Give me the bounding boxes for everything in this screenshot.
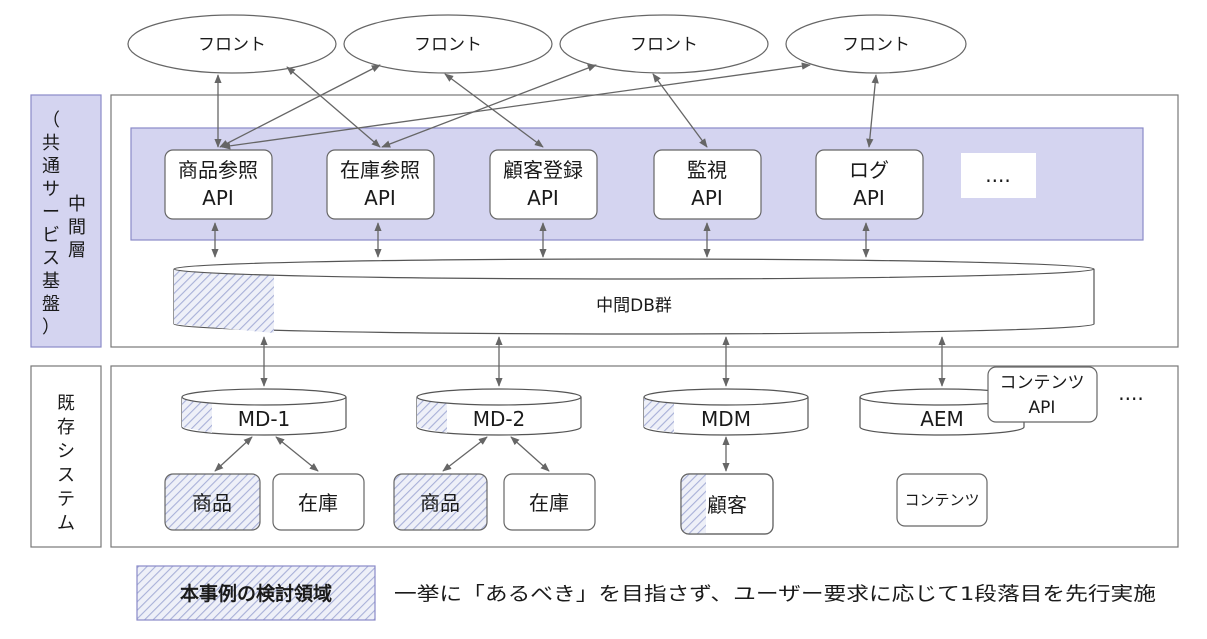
svg-text:ス: ス — [57, 465, 75, 486]
front-label: フロント — [842, 35, 910, 55]
svg-text:在庫参照: 在庫参照 — [340, 158, 420, 182]
svg-text:ー: ー — [42, 202, 60, 223]
api-box-product-ref: 商品参照 API — [164, 149, 273, 220]
svg-text:中: 中 — [68, 194, 86, 215]
legacy-db-aem: AEM — [859, 388, 1025, 436]
svg-text:基: 基 — [42, 271, 60, 292]
svg-text:共: 共 — [42, 133, 60, 154]
data-item-content: コンテンツ — [896, 473, 988, 527]
legend-swatch — [136, 565, 376, 621]
svg-text:....: .... — [985, 163, 1010, 187]
legend: 本事例の検討領域 一挙に「あるべき」を目指さず、ユーザー要求に応じて1段落目を先… — [136, 565, 1156, 621]
front-ellipse-1: フロント — [127, 14, 337, 74]
svg-text:存: 存 — [57, 417, 75, 438]
svg-text:商品参照: 商品参照 — [178, 158, 258, 182]
api-box-log: ログ API — [815, 149, 924, 220]
middle-layer-label-box — [30, 94, 102, 348]
svg-text:シ: シ — [57, 441, 75, 462]
svg-text:ム: ム — [57, 513, 75, 534]
svg-text:MD-1: MD-1 — [238, 407, 291, 431]
middle-layer-label: （ 共 通 サ ー ビ ス 基 盤 ） 中 間 層 — [42, 110, 86, 338]
api-box-monitor: 監視 API — [653, 149, 762, 220]
svg-text:API: API — [691, 186, 723, 210]
svg-text:顧客登録: 顧客登録 — [503, 158, 583, 182]
svg-text:ス: ス — [42, 248, 60, 269]
svg-text:API: API — [1029, 398, 1056, 418]
api-box-stock-ref: 在庫参照 API — [326, 149, 435, 220]
middle-db-label: 中間DB群 — [596, 296, 672, 316]
svg-text:API: API — [364, 186, 396, 210]
svg-text:層: 層 — [68, 240, 86, 261]
svg-text:API: API — [527, 186, 559, 210]
legend-note: 一挙に「あるべき」を目指さず、ユーザー要求に応じて1段落目を先行実施 — [394, 583, 1156, 605]
svg-text:API: API — [202, 186, 234, 210]
svg-text:商品: 商品 — [192, 491, 232, 515]
legacy-layer-label: 既 存 シ ス テ ム — [57, 393, 75, 534]
front-label: フロント — [630, 35, 698, 55]
svg-text:（: （ — [42, 110, 60, 131]
svg-text:間: 間 — [68, 217, 86, 238]
svg-text:MD-2: MD-2 — [473, 407, 526, 431]
api-box-customer-reg: 顧客登録 API — [489, 149, 598, 220]
data-item-stock-1: 在庫 — [272, 473, 365, 531]
legacy-layer-label-box — [30, 365, 102, 548]
legacy-db-md2: MD-2 — [416, 388, 582, 436]
svg-text:ビ: ビ — [42, 225, 60, 246]
svg-text:商品: 商品 — [420, 491, 460, 515]
svg-text:AEM: AEM — [920, 407, 964, 431]
svg-text:既: 既 — [57, 393, 75, 414]
svg-text:通: 通 — [42, 156, 60, 177]
svg-text:在庫: 在庫 — [529, 491, 569, 515]
svg-text:ログ: ログ — [849, 158, 889, 182]
legacy-db-mdm: MDM — [643, 388, 809, 436]
arrows — [211, 62, 946, 472]
svg-text:サ: サ — [42, 179, 60, 200]
api-more: .... — [961, 153, 1036, 198]
svg-text:API: API — [853, 186, 885, 210]
content-api-box: コンテンツ API — [987, 366, 1098, 423]
svg-text:顧客: 顧客 — [707, 493, 747, 517]
legacy-more: .... — [1118, 381, 1143, 405]
svg-text:）: ） — [42, 317, 60, 338]
svg-text:コンテンツ: コンテンツ — [904, 491, 979, 509]
front-ellipse-4: フロント — [785, 14, 967, 74]
front-label: フロント — [414, 35, 482, 55]
legend-label: 本事例の検討領域 — [180, 582, 332, 605]
svg-text:MDM: MDM — [701, 407, 751, 431]
data-item-product-2: 商品 — [393, 473, 488, 531]
svg-text:在庫: 在庫 — [298, 491, 338, 515]
svg-text:監視: 監視 — [687, 158, 727, 182]
data-item-customer: 顧客 — [680, 473, 774, 535]
front-ellipse-2: フロント — [343, 14, 553, 74]
svg-text:テ: テ — [57, 489, 75, 510]
svg-text:盤: 盤 — [42, 294, 60, 315]
data-item-stock-2: 在庫 — [503, 473, 596, 531]
legacy-db-md1: MD-1 — [181, 388, 347, 436]
svg-text:コンテンツ: コンテンツ — [1000, 373, 1085, 393]
middle-db-cylinder: 中間DB群 — [173, 258, 1095, 335]
front-ellipse-3: フロント — [559, 14, 769, 74]
front-label: フロント — [198, 35, 266, 55]
data-item-product-1: 商品 — [164, 473, 261, 531]
